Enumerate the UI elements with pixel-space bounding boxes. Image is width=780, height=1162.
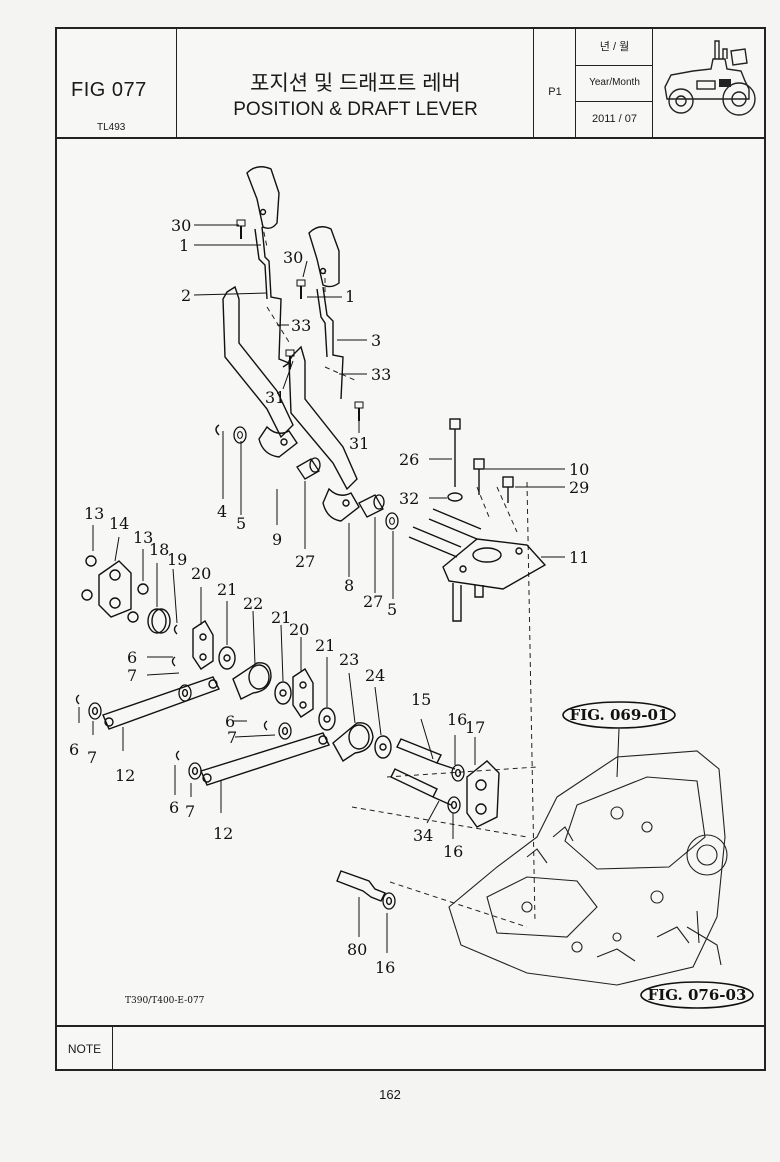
callout-24: 24 xyxy=(365,666,385,685)
title-cell: 포지션 및 드래프트 레버 POSITION & DRAFT LEVER xyxy=(177,29,534,137)
page-label: P1 xyxy=(548,86,562,98)
callout-5a: 5 xyxy=(236,514,246,533)
callout-17: 17 xyxy=(465,718,485,737)
callout-8: 8 xyxy=(344,576,354,595)
title-korean: 포지션 및 드래프트 레버 xyxy=(250,72,461,95)
callout-19: 19 xyxy=(167,550,187,569)
washer-5b xyxy=(385,512,399,530)
callout-12b: 12 xyxy=(213,824,233,843)
callout-1a: 1 xyxy=(179,236,189,255)
callout-14: 14 xyxy=(109,514,129,533)
callout-23: 23 xyxy=(339,650,359,669)
bracket-11 xyxy=(408,508,547,622)
callout-20a: 20 xyxy=(191,564,211,583)
callout-20b: 20 xyxy=(289,620,309,639)
date-label-english: Year/Month xyxy=(576,65,653,102)
lever-grip-left xyxy=(246,166,291,368)
callout-7c: 7 xyxy=(227,728,237,747)
callout-7a: 7 xyxy=(127,666,137,685)
parts-diagram: 30 1 30 2 1 33 3 33 31 31 26 10 32 29 11… xyxy=(69,166,754,1009)
page-cell: P1 xyxy=(534,29,576,137)
lever-arm-left xyxy=(222,285,298,458)
ref-label-076: FIG. 076-03 xyxy=(648,986,747,1004)
callout-27b: 27 xyxy=(363,592,383,611)
link-rods-12 xyxy=(75,656,330,786)
callout-9: 9 xyxy=(272,530,282,549)
callout-6b: 6 xyxy=(69,740,79,759)
lever-arm-right xyxy=(288,345,360,522)
page-frame: FIG 077 TL493 포지션 및 드래프트 레버 POSITION & D… xyxy=(55,27,766,1071)
callout-1b: 1 xyxy=(345,287,355,306)
callout-6a: 6 xyxy=(127,648,137,667)
tractor-icon xyxy=(664,40,756,116)
ref-label-069: FIG. 069-01 xyxy=(570,706,669,724)
bolts-10-26-29 xyxy=(447,418,514,503)
callout-21b: 21 xyxy=(271,608,291,627)
callout-30a: 30 xyxy=(171,216,191,235)
callout-21c: 21 xyxy=(315,636,335,655)
callout-32: 32 xyxy=(399,489,419,508)
note-label: NOTE xyxy=(57,1027,113,1071)
callout-13b: 13 xyxy=(133,528,153,547)
drawing-code: T390/T400-E-077 xyxy=(125,996,205,1006)
ref-fig-069-01[interactable]: FIG. 069-01 xyxy=(562,701,676,729)
pins-and-plate xyxy=(336,738,500,910)
page-number: 162 xyxy=(379,1087,401,1102)
callout-2: 2 xyxy=(181,286,191,305)
header: FIG 077 TL493 포지션 및 드래프트 레버 POSITION & D… xyxy=(57,29,764,139)
title-english: POSITION & DRAFT LEVER xyxy=(233,99,478,120)
callout-33b: 33 xyxy=(371,365,391,384)
tractor-thumbnail xyxy=(653,29,764,137)
figure-cell: FIG 077 TL493 xyxy=(57,29,177,137)
callout-10: 10 xyxy=(569,460,589,479)
callout-3: 3 xyxy=(371,331,381,350)
callout-29: 29 xyxy=(569,478,589,497)
linkage-upper xyxy=(81,555,392,763)
bolt-30b xyxy=(296,279,306,300)
callout-34: 34 xyxy=(413,826,433,845)
callout-22: 22 xyxy=(243,594,263,613)
bolt-30a xyxy=(236,219,246,240)
figure-id: FIG 077 xyxy=(71,79,147,101)
callout-15: 15 xyxy=(411,690,431,709)
date-cell: 년 / 월 Year/Month 2011 / 07 xyxy=(576,29,653,137)
model-code: TL493 xyxy=(97,122,126,133)
callout-30b: 30 xyxy=(283,248,303,267)
date-value: 2011 / 07 xyxy=(591,113,638,125)
ref-fig-076-03[interactable]: FIG. 076-03 xyxy=(640,981,754,1009)
date-label-korean: 년 / 월 xyxy=(576,29,653,66)
callout-26: 26 xyxy=(399,450,419,469)
washer-5a xyxy=(233,426,247,444)
callout-16b: 16 xyxy=(443,842,463,861)
callout-4: 4 xyxy=(217,502,227,521)
callout-18: 18 xyxy=(149,540,169,559)
callout-5b: 5 xyxy=(387,600,397,619)
callout-13a: 13 xyxy=(84,504,104,523)
callout-11: 11 xyxy=(569,548,589,567)
callout-80: 80 xyxy=(347,940,367,959)
callout-6d: 6 xyxy=(169,798,179,817)
callout-7d: 7 xyxy=(185,802,195,821)
transmission-housing xyxy=(448,750,728,986)
clip-4 xyxy=(215,424,220,436)
callout-27a: 27 xyxy=(295,552,315,571)
callout-33a: 33 xyxy=(291,316,311,335)
callout-6c: 6 xyxy=(225,712,235,731)
callout-labels: 30 1 30 2 1 33 3 33 31 31 26 10 32 29 11… xyxy=(69,216,589,977)
callout-31a: 31 xyxy=(265,388,285,407)
bolt-31a xyxy=(285,349,295,370)
callout-16a: 16 xyxy=(447,710,467,729)
callout-31b: 31 xyxy=(349,434,369,453)
bushings xyxy=(296,457,385,518)
callout-16c: 16 xyxy=(375,958,395,977)
note-row: NOTE xyxy=(57,1025,764,1071)
callout-7b: 7 xyxy=(87,748,97,767)
lever-grip-right xyxy=(308,226,344,400)
leader-lines xyxy=(78,224,700,953)
callout-12a: 12 xyxy=(115,766,135,785)
callout-21a: 21 xyxy=(217,580,237,599)
